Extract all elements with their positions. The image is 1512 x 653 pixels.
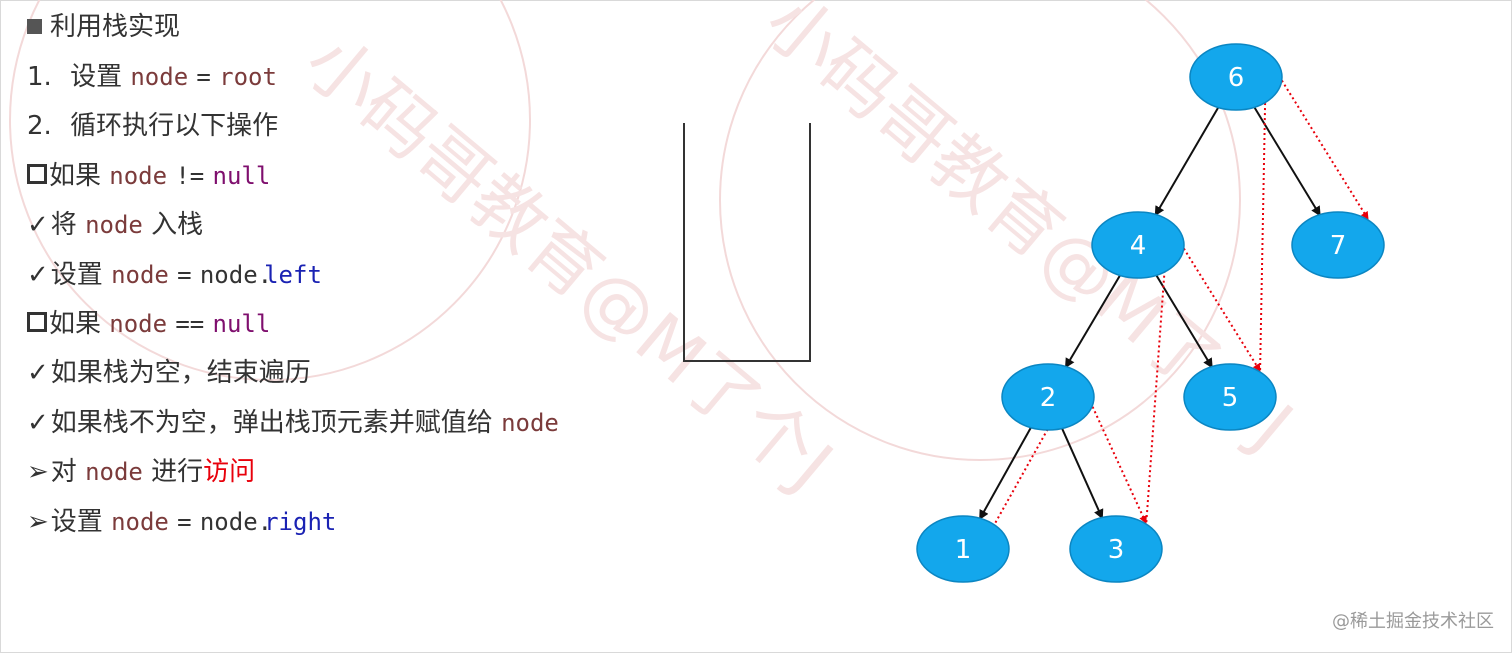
title-line: 利用栈实现	[27, 10, 180, 44]
node-ellipse	[1091, 211, 1185, 279]
cond-not-null: 如果 node != null	[27, 159, 270, 193]
go-right-text: 设置	[50, 507, 103, 537]
code-node: node	[501, 409, 559, 437]
cond-text: 如果	[49, 309, 102, 339]
node-ellipse	[1291, 211, 1385, 279]
tree-edges	[979, 106, 1321, 521]
push-line: ✓将 node 入栈	[27, 208, 203, 242]
go-left-line: ✓设置 node = node.left	[27, 258, 322, 292]
visit-highlight: 访问	[203, 457, 256, 487]
code-right: right	[264, 508, 337, 536]
tree-node-4: 4	[1091, 211, 1185, 279]
check-icon: ✓	[27, 408, 49, 438]
cond-null: 如果 node == null	[27, 307, 270, 341]
step-marker: 2.	[27, 111, 52, 141]
step-1: 1. 设置 node = root	[27, 60, 277, 94]
node-ellipse	[1069, 515, 1163, 583]
tree-edge-2-1	[979, 427, 1032, 521]
credit-text: @稀土掘金技术社区	[1332, 611, 1494, 632]
tree-node-1: 1	[916, 515, 1010, 583]
code-node: node	[111, 261, 169, 289]
stack-not-empty-text: 如果栈不为空，弹出栈顶元素并赋值给	[50, 408, 493, 438]
arrow-bullet-icon: ➢	[27, 507, 49, 537]
tree-node-6: 6	[1189, 43, 1283, 111]
step-marker: 1.	[27, 62, 52, 92]
code-null: null	[212, 310, 271, 338]
node-ellipse	[1001, 363, 1095, 431]
tree-edge-2-3	[1061, 428, 1104, 520]
node-label: 2	[1040, 383, 1057, 413]
tree-edge-6-4	[1154, 106, 1220, 217]
node-ellipse	[1189, 43, 1283, 111]
stack-empty-line: ✓如果栈为空，结束遍历	[27, 356, 311, 390]
code-node: node	[130, 63, 189, 91]
code-op: ==	[175, 310, 205, 338]
code-null: null	[212, 162, 271, 190]
cond-text: 如果	[49, 161, 102, 191]
hollow-square-icon	[27, 164, 47, 184]
trace-arrow-4-5	[1167, 222, 1261, 372]
hollow-square-icon	[27, 312, 47, 332]
code-op: =	[196, 63, 211, 91]
node-ellipse	[1183, 363, 1277, 431]
node-ellipse	[916, 515, 1010, 583]
code-obj: node.	[199, 508, 273, 536]
visit-line: ➢对 node 进行访问	[27, 455, 255, 489]
node-label: 4	[1130, 231, 1147, 261]
check-icon: ✓	[27, 210, 49, 240]
go-right-line: ➢设置 node = node.right	[27, 505, 336, 539]
code-obj: node.	[199, 261, 273, 289]
code-node: node	[85, 211, 143, 239]
check-icon: ✓	[27, 358, 49, 388]
code-node: node	[109, 162, 168, 190]
code-op: =	[177, 508, 192, 536]
node-label: 5	[1222, 383, 1239, 413]
tree-nodes: 6 4 7 2 5 1 3	[916, 43, 1385, 583]
code-op: =	[177, 261, 192, 289]
push-text: 将	[50, 210, 77, 240]
step-2: 2. 循环执行以下操作	[27, 109, 278, 143]
visit-text: 对	[50, 457, 77, 487]
code-node: node	[109, 310, 168, 338]
stack-not-empty-line: ✓如果栈不为空，弹出栈顶元素并赋值给 node	[27, 406, 559, 440]
tree-node-2: 2	[1001, 363, 1095, 431]
visit-text2: 进行	[151, 457, 204, 487]
trace-arrow-2-3	[1077, 374, 1147, 524]
stack-container	[683, 123, 811, 362]
step-text: 设置	[70, 62, 123, 92]
tree-edge-4-2	[1064, 274, 1121, 369]
traversal-trace	[992, 54, 1369, 528]
page-title: 利用栈实现	[50, 12, 181, 42]
trace-arrow-6-7	[1265, 54, 1369, 220]
tree-node-3: 3	[1069, 515, 1163, 583]
code-node: node	[85, 458, 143, 486]
step-text: 循环执行以下操作	[70, 111, 279, 141]
node-label: 3	[1108, 535, 1125, 565]
arrow-bullet-icon: ➢	[27, 457, 49, 487]
tree-edge-6-7	[1253, 106, 1321, 217]
code-op: !=	[175, 162, 205, 190]
square-bullet-icon	[27, 19, 42, 34]
tree-node-7: 7	[1291, 211, 1385, 279]
push-text2: 入栈	[151, 210, 204, 240]
code-node: node	[111, 508, 169, 536]
tree-edge-4-5	[1155, 274, 1213, 369]
stack-empty-text: 如果栈为空，结束遍历	[50, 358, 311, 388]
go-left-text: 设置	[50, 260, 103, 290]
node-label: 6	[1228, 63, 1245, 93]
code-value: root	[219, 63, 277, 91]
check-icon: ✓	[27, 260, 49, 290]
tree-node-5: 5	[1183, 363, 1277, 431]
trace-arrow-3-4	[1145, 222, 1172, 528]
trace-arrow-5-6	[1259, 54, 1270, 376]
code-left: left	[264, 261, 322, 289]
node-label: 1	[955, 535, 972, 565]
node-label: 7	[1330, 231, 1347, 261]
